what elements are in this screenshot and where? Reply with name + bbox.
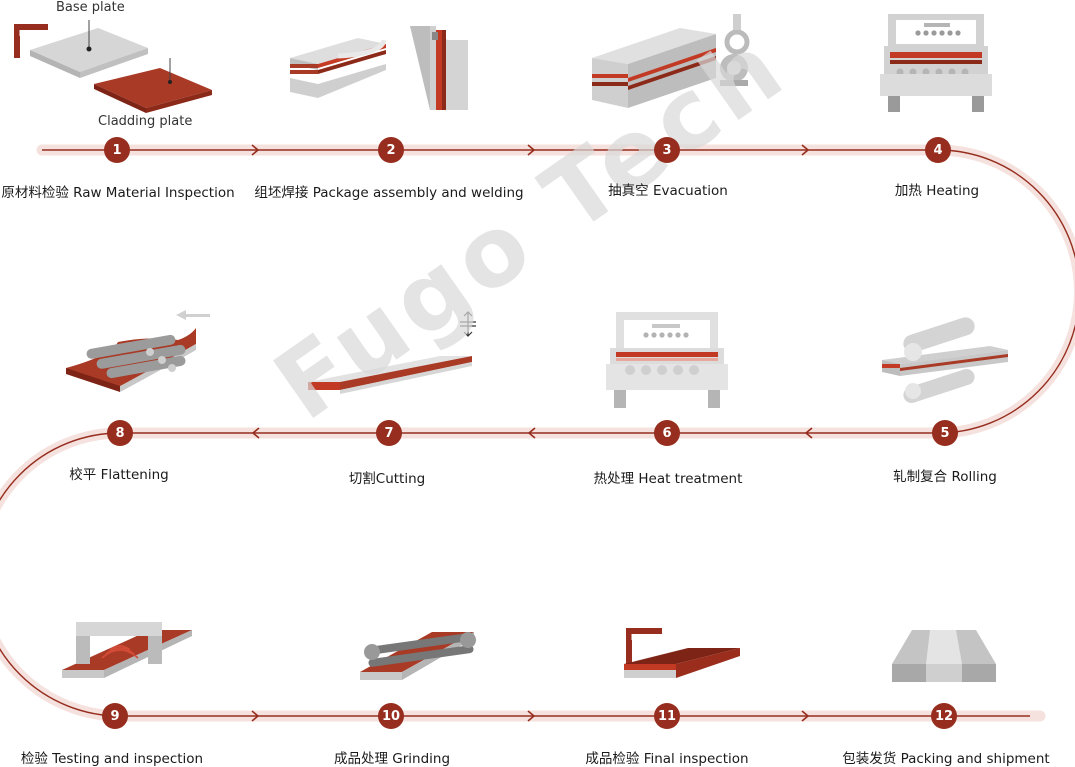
final-inspection-icon — [624, 628, 740, 678]
step-badge-11: 11 — [654, 703, 680, 729]
furnace-icon — [880, 14, 992, 112]
step-label-7: 切割Cutting — [348, 471, 426, 487]
step-label-12: 包装发货 Packing and shipment — [842, 751, 1050, 767]
step-badge-4: 4 — [925, 137, 951, 163]
step-label-2: 组坯焊接 Package assembly and welding — [254, 185, 524, 201]
step-badge-8: 8 — [107, 420, 133, 446]
step-badge-6: 6 — [654, 420, 680, 446]
cutting-icon — [308, 311, 476, 394]
step-label-6: 热处理 Heat treatment — [593, 471, 743, 487]
step-label-10: 成品处理 Grinding — [333, 751, 451, 767]
step-badge-1: 1 — [104, 137, 130, 163]
step-badge-7: 7 — [376, 420, 402, 446]
base-plate-annotation: Base plate — [56, 0, 125, 15]
step-label-4: 加热 Heating — [894, 183, 980, 199]
grinding-belt-icon — [360, 632, 476, 680]
packed-plates-icon — [892, 630, 996, 682]
cladding-plate-annotation: Cladding plate — [98, 114, 193, 129]
ultrasonic-testing-icon — [62, 622, 192, 678]
step-label-3: 抽真空 Evacuation — [608, 183, 728, 199]
heat-treatment-furnace-icon — [606, 312, 728, 408]
rolling-mill-icon — [882, 317, 1008, 403]
left-arrow-icon — [176, 310, 210, 320]
step-badge-5: 5 — [932, 420, 958, 446]
step-label-8: 校平 Flattening — [69, 467, 169, 483]
step-badge-9: 9 — [102, 703, 128, 729]
step-label-1: 原材料检验 Raw Material Inspection — [1, 185, 235, 201]
step-badge-10: 10 — [378, 703, 404, 729]
raw-material-icon — [14, 20, 212, 113]
step-badge-3: 3 — [654, 137, 680, 163]
step-badge-12: 12 — [931, 703, 957, 729]
step-label-9: 检验 Testing and inspection — [20, 751, 204, 767]
cut-cursor-icon — [460, 311, 476, 337]
arrow-heads-row2 — [251, 427, 813, 439]
arrow-heads-row1 — [251, 144, 810, 156]
vacuum-pump-icon — [592, 14, 750, 108]
package-welding-icon — [290, 26, 468, 110]
step-badge-2: 2 — [378, 137, 404, 163]
step-label-11: 成品检验 Final inspection — [585, 751, 749, 767]
arrow-heads-row3 — [251, 710, 810, 722]
flattening-rollers-icon — [66, 310, 210, 392]
step-label-5: 轧制复合 Rolling — [893, 469, 997, 485]
